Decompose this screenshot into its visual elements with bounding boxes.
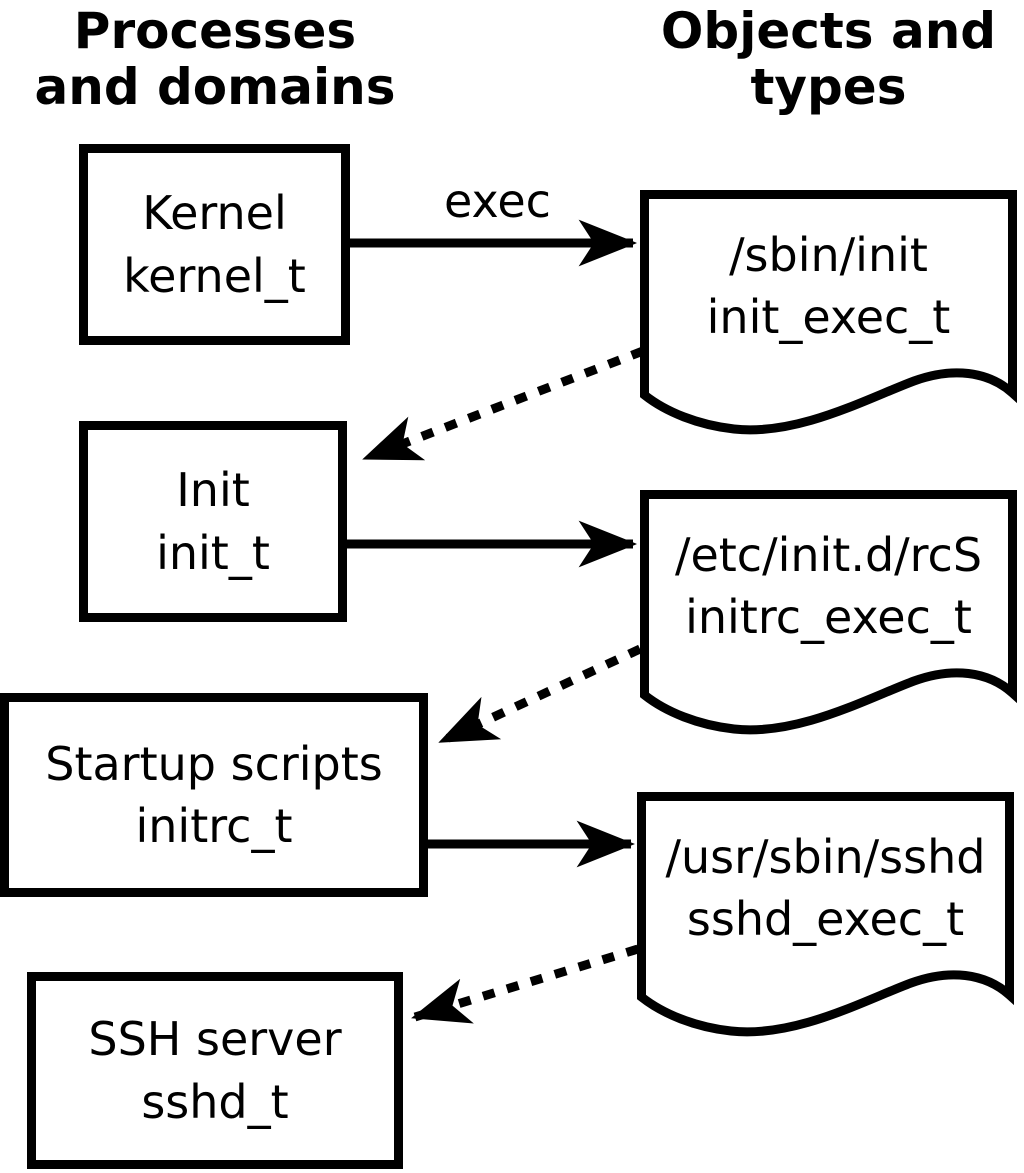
document-shape-sbin-init — [640, 190, 1017, 435]
column-header-processes-and-domains: Processes and domains — [34, 2, 396, 116]
transition-arrow-rcs-to-initrc — [438, 644, 642, 746]
transition-arrow-sshd-to-sshserver — [411, 944, 640, 1024]
process-name: Startup scripts — [45, 736, 383, 791]
process-domain: kernel_t — [123, 248, 306, 303]
column-header-objects-and-types: Objects and types — [660, 2, 997, 116]
exec-arrow-label: exec — [444, 174, 551, 228]
document-shape-usr-sbin-sshd — [637, 792, 1014, 1037]
process-box-startup-scripts: Startup scripts initrc_t — [0, 693, 428, 897]
process-box-ssh-server: SSH server sshd_t — [27, 972, 403, 1169]
process-box-init: Init init_t — [79, 421, 347, 622]
process-name: Init — [176, 463, 250, 518]
process-domain: sshd_t — [141, 1074, 289, 1129]
document-shape-etc-initd-rcs — [640, 490, 1017, 735]
process-domain: initrc_t — [135, 799, 293, 853]
process-domain: init_t — [156, 525, 270, 580]
process-name: SSH server — [88, 1012, 342, 1067]
transition-arrow-sbininit-to-init — [362, 346, 645, 463]
process-name: Kernel — [142, 186, 287, 241]
process-box-kernel: Kernel kernel_t — [79, 144, 350, 345]
